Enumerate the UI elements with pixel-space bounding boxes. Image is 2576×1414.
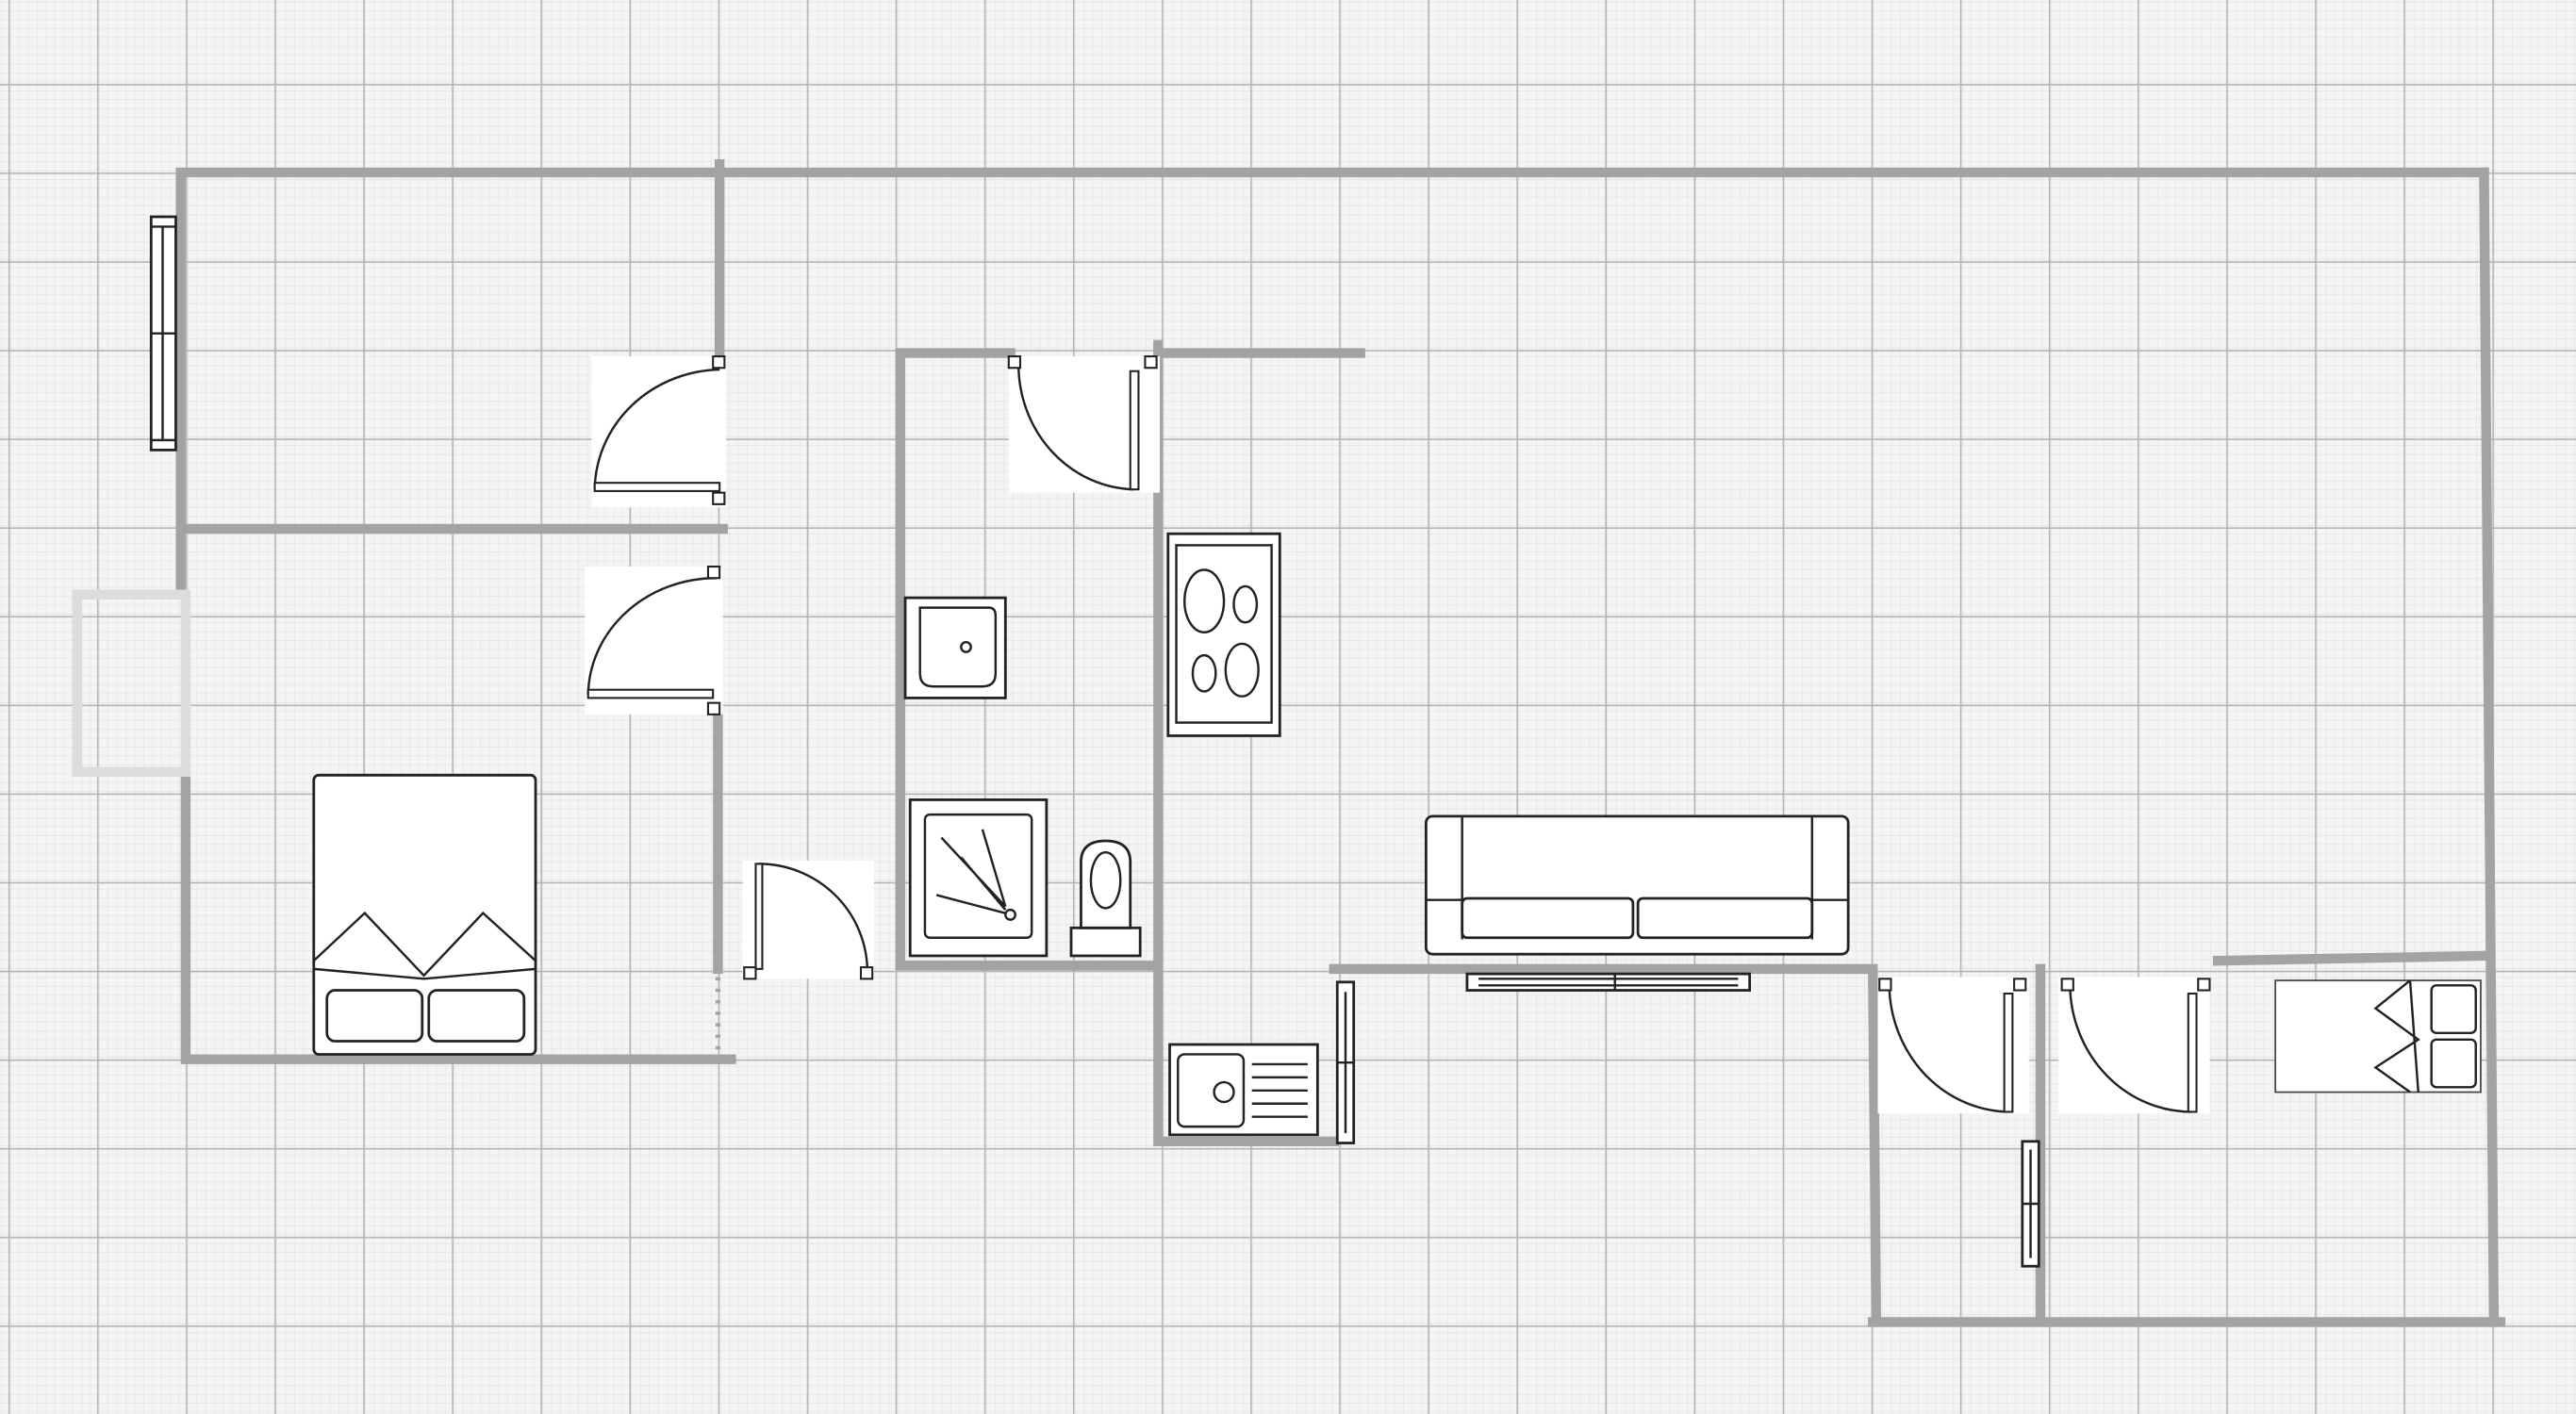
window-icon[interactable] bbox=[149, 215, 177, 452]
window-icon[interactable] bbox=[2021, 1140, 2040, 1268]
door-icon[interactable] bbox=[1877, 977, 2029, 1114]
toilet-icon[interactable] bbox=[1069, 839, 1142, 958]
kitchen-sink-icon[interactable] bbox=[1168, 1043, 1319, 1137]
door-icon[interactable] bbox=[591, 355, 727, 508]
window-icon[interactable] bbox=[1335, 980, 1356, 1144]
door-icon[interactable] bbox=[585, 566, 723, 715]
window-frame-light[interactable] bbox=[72, 589, 191, 778]
window-icon[interactable] bbox=[1465, 972, 1751, 992]
walls[interactable] bbox=[72, 158, 2506, 1327]
double-bed-icon[interactable] bbox=[312, 773, 537, 1056]
bathroom-sink-icon[interactable] bbox=[903, 596, 1007, 699]
single-bed-icon[interactable] bbox=[2274, 979, 2482, 1093]
shower-icon[interactable] bbox=[908, 798, 1049, 958]
sofa-icon[interactable] bbox=[1424, 814, 1850, 956]
door-icon[interactable] bbox=[742, 860, 874, 980]
door-icon[interactable] bbox=[1007, 355, 1161, 493]
door-icon[interactable] bbox=[2058, 977, 2211, 1114]
cooktop-icon[interactable] bbox=[1166, 532, 1281, 737]
